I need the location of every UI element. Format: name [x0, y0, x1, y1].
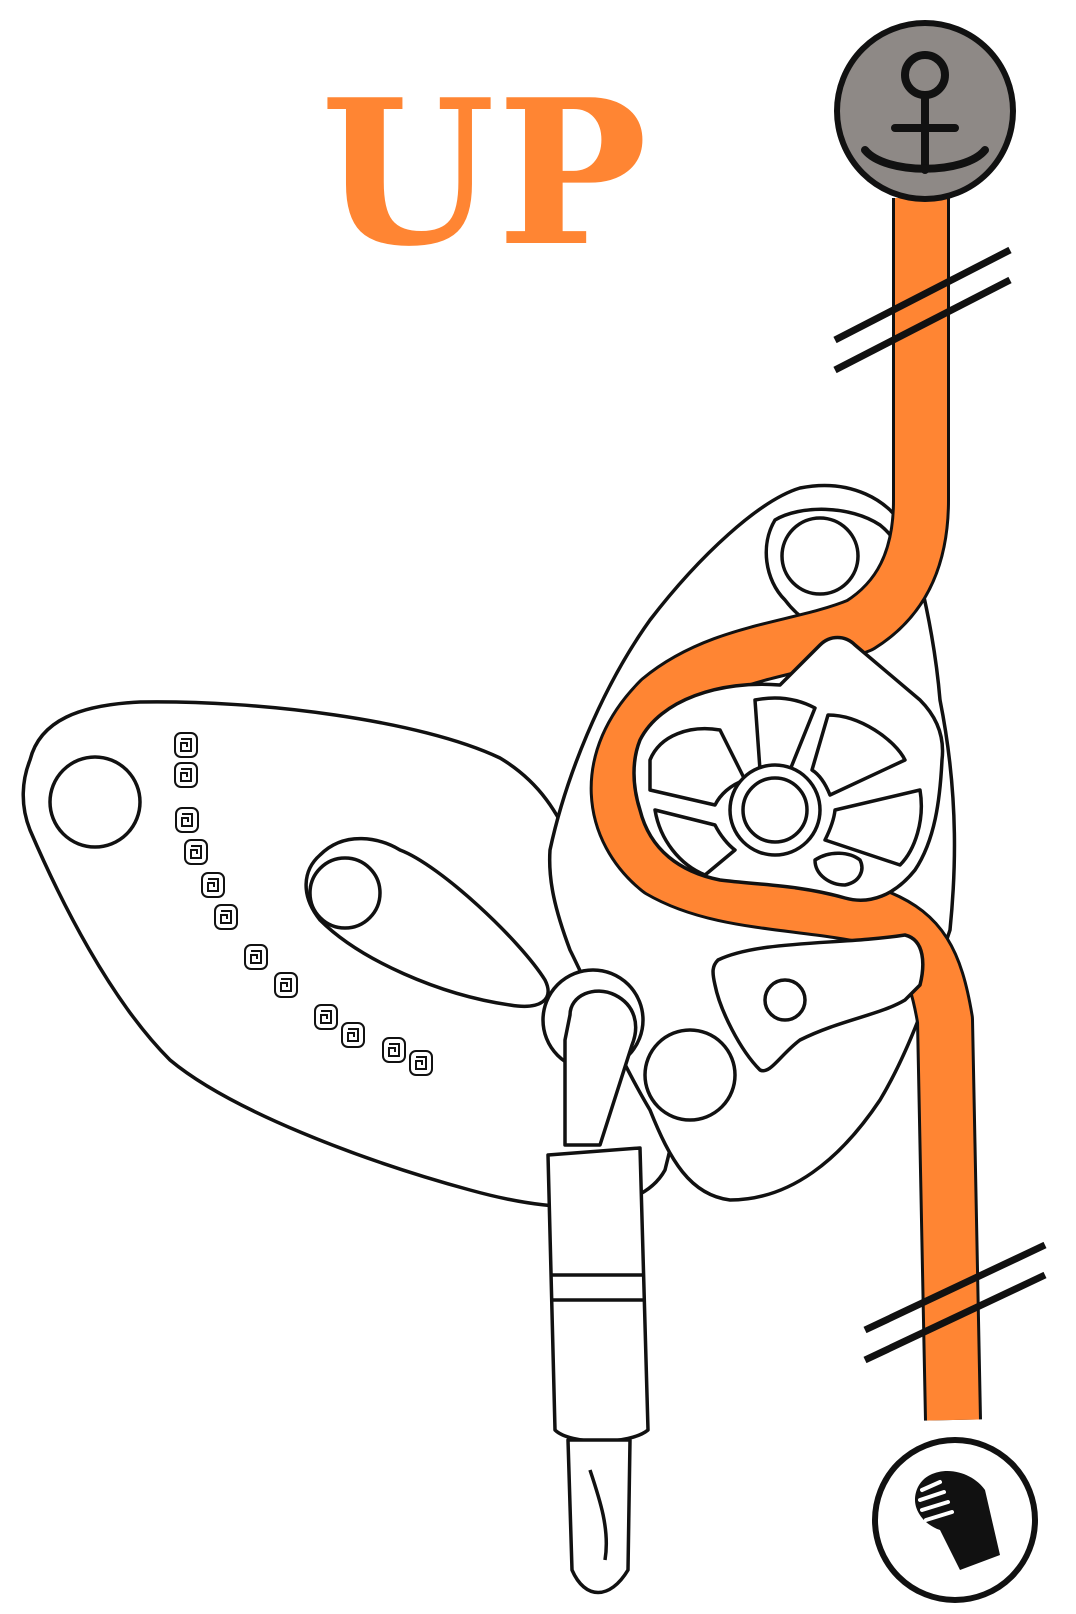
anchor-icon [861, 51, 989, 174]
top-hole [780, 516, 860, 596]
rope-break-mark-top [833, 246, 1012, 374]
anchor-badge [834, 20, 1016, 202]
cam-window [810, 713, 907, 797]
lower-cam-hole [763, 978, 807, 1022]
side-plate-hole [48, 755, 142, 849]
cam-wheel [632, 635, 945, 902]
decorative-scroll-pattern [174, 732, 433, 1076]
cam-window [648, 727, 747, 807]
lower-hole [643, 1028, 737, 1122]
cam-window [813, 851, 864, 887]
slot-hole [308, 856, 382, 930]
lower-cam [711, 933, 925, 1073]
rope [589, 198, 982, 1421]
cam-window [823, 788, 924, 867]
rope-break-mark-bottom [863, 1241, 1047, 1364]
cam-window [653, 808, 737, 877]
hand-badge [872, 1437, 1038, 1603]
carabiner [541, 968, 650, 1595]
cam-hub-inner [741, 776, 809, 844]
page-title: UP [321, 56, 650, 291]
side-plate [21, 700, 702, 1209]
gloved-hand-icon [915, 1470, 1000, 1570]
